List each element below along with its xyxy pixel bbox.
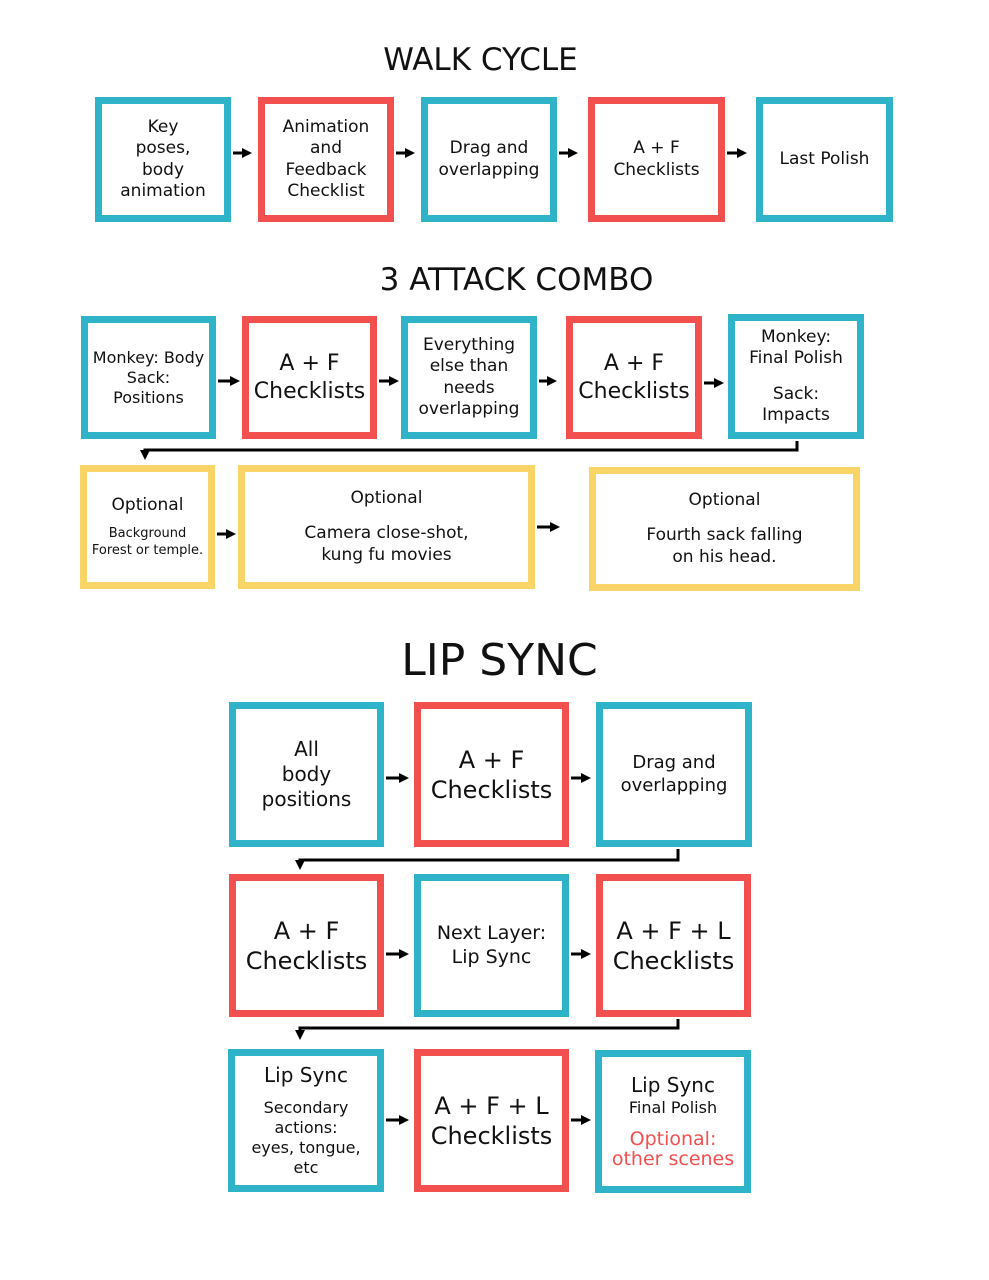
combo-step-af-checklists-2: A + F Checklists bbox=[566, 316, 702, 439]
lip-step-next-layer-label: Next Layer: Lip Sync bbox=[436, 921, 547, 968]
connector-combo-down bbox=[140, 441, 799, 460]
walk-step-af-checklists: A + F Checklists bbox=[588, 97, 725, 222]
combo-step-final-polish-label: Monkey: Final Polish bbox=[749, 327, 843, 369]
combo-optional-camera: Optional Camera close-shot, kung fu movi… bbox=[238, 465, 535, 589]
combo-step-final-polish: Monkey: Final Polish Sack: Impacts bbox=[728, 314, 864, 439]
lip-step-af-checklists-2: A + F Checklists bbox=[229, 874, 384, 1017]
lip-step-afl-checklists-1-label: A + F + L Checklists bbox=[612, 916, 735, 975]
connector-lip-row1-down bbox=[295, 849, 680, 870]
lip-step-af-checklists-2-label: A + F Checklists bbox=[245, 916, 368, 975]
walk-cycle-title: WALK CYCLE bbox=[383, 42, 578, 78]
lip-step-secondary-head: Lip Sync bbox=[264, 1063, 348, 1087]
lip-step-final-polish: Lip Sync Final Polish Optional: other sc… bbox=[595, 1050, 751, 1193]
combo-optional-fourth-sack-head: Optional bbox=[688, 490, 761, 511]
lip-step-afl-checklists-1: A + F + L Checklists bbox=[596, 874, 751, 1017]
lip-step-body-positions: All body positions bbox=[229, 702, 384, 847]
combo-optional-fourth-sack: Optional Fourth sack falling on his head… bbox=[589, 467, 860, 591]
lip-step-afl-checklists-2: A + F + L Checklists bbox=[414, 1049, 569, 1192]
lip-step-af-checklists-1-label: A + F Checklists bbox=[430, 745, 553, 804]
walk-step-feedback-checklist: Animation and Feedback Checklist bbox=[258, 97, 394, 222]
lip-step-drag-label: Drag and overlapping bbox=[620, 752, 728, 796]
combo-step-overlapping: Everything else than needs overlapping bbox=[401, 316, 537, 439]
combo-optional-camera-head: Optional bbox=[350, 488, 423, 509]
walk-step-drag-label: Drag and overlapping bbox=[438, 138, 540, 180]
walk-step-last-polish: Last Polish bbox=[756, 97, 893, 222]
lip-step-body-positions-label: All body positions bbox=[261, 737, 352, 811]
combo-optional-camera-body: Camera close-shot, kung fu movies bbox=[304, 523, 469, 565]
walk-step-feedback-checklist-label: Animation and Feedback Checklist bbox=[282, 117, 370, 201]
combo-step-impacts-label: Sack: Impacts bbox=[762, 383, 830, 425]
combo-optional-fourth-sack-body: Fourth sack falling on his head. bbox=[646, 525, 803, 567]
lip-step-optional-scenes: Optional: other scenes bbox=[611, 1128, 735, 1170]
combo-step-af-checklists-1-label: A + F Checklists bbox=[253, 351, 366, 404]
combo-optional-background-body: Background Forest or temple. bbox=[91, 526, 204, 558]
combo-step-overlapping-label: Everything else than needs overlapping bbox=[418, 335, 520, 419]
connector-lip-row2-down bbox=[295, 1019, 680, 1040]
walk-step-key-poses: Key poses, body animation bbox=[95, 97, 231, 222]
combo-step-body-positions: Monkey: Body Sack: Positions bbox=[81, 316, 216, 439]
combo-step-af-checklists-1: A + F Checklists bbox=[242, 316, 377, 439]
lip-step-secondary-actions: Lip Sync Secondary actions: eyes, tongue… bbox=[228, 1049, 384, 1192]
lip-step-af-checklists-1: A + F Checklists bbox=[414, 702, 569, 847]
walk-step-af-checklists-label: A + F Checklists bbox=[613, 138, 700, 180]
walk-step-key-poses-label: Key poses, body animation bbox=[120, 117, 206, 201]
lip-step-next-layer: Next Layer: Lip Sync bbox=[414, 874, 569, 1017]
combo-step-af-checklists-2-label: A + F Checklists bbox=[578, 351, 690, 404]
combo-optional-background-head: Optional bbox=[111, 495, 184, 516]
attack-combo-title: 3 ATTACK COMBO bbox=[379, 262, 654, 298]
lip-step-secondary-body: Secondary actions: eyes, tongue, etc bbox=[251, 1098, 361, 1177]
lip-step-afl-checklists-2-label: A + F + L Checklists bbox=[430, 1091, 553, 1150]
lip-step-final-polish-head: Lip Sync bbox=[631, 1073, 715, 1098]
combo-step-body-positions-label: Monkey: Body Sack: Positions bbox=[92, 347, 205, 407]
lip-step-final-polish-sub: Final Polish bbox=[628, 1098, 718, 1118]
walk-step-drag: Drag and overlapping bbox=[421, 97, 557, 222]
combo-optional-background: Optional Background Forest or temple. bbox=[80, 465, 215, 589]
walk-step-last-polish-label: Last Polish bbox=[779, 148, 870, 169]
lip-step-drag: Drag and overlapping bbox=[596, 702, 752, 847]
lip-sync-title: LIP SYNC bbox=[401, 635, 598, 686]
